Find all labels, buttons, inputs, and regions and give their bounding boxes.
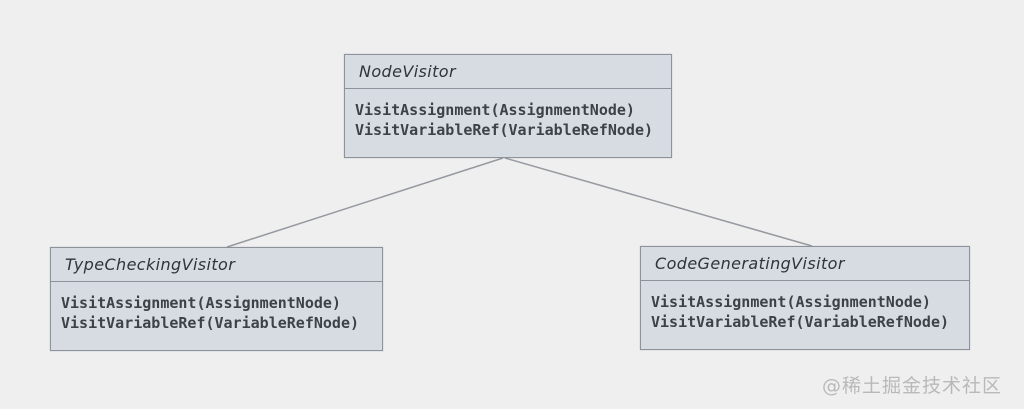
class-name: TypeCheckingVisitor (65, 255, 236, 274)
class-header: CodeGeneratingVisitor (641, 247, 969, 281)
class-methods: VisitAssignment(AssignmentNode) VisitVar… (345, 89, 671, 140)
class-methods: VisitAssignment(AssignmentNode) VisitVar… (51, 282, 382, 333)
edge-nodevisitor-codegenerating (504, 157, 813, 247)
method-label: VisitAssignment(AssignmentNode) (355, 101, 635, 119)
method-label: VisitVariableRef(VariableRefNode) (355, 121, 654, 139)
method-label: VisitVariableRef(VariableRefNode) (651, 313, 950, 331)
class-box-node-visitor: NodeVisitor VisitAssignment(AssignmentNo… (344, 54, 672, 158)
class-header: NodeVisitor (345, 55, 671, 89)
class-box-type-checking-visitor: TypeCheckingVisitor VisitAssignment(Assi… (50, 247, 383, 351)
class-header: TypeCheckingVisitor (51, 248, 382, 282)
class-methods: VisitAssignment(AssignmentNode) VisitVar… (641, 281, 969, 332)
watermark: @稀土掘金技术社区 (821, 375, 1002, 397)
edge-nodevisitor-typechecking (226, 157, 504, 248)
class-name: NodeVisitor (359, 62, 456, 81)
class-box-code-generating-visitor: CodeGeneratingVisitor VisitAssignment(As… (640, 246, 970, 350)
method-label: VisitVariableRef(VariableRefNode) (61, 314, 360, 332)
method-label: VisitAssignment(AssignmentNode) (61, 294, 341, 312)
class-name: CodeGeneratingVisitor (655, 254, 845, 273)
method-label: VisitAssignment(AssignmentNode) (651, 293, 931, 311)
